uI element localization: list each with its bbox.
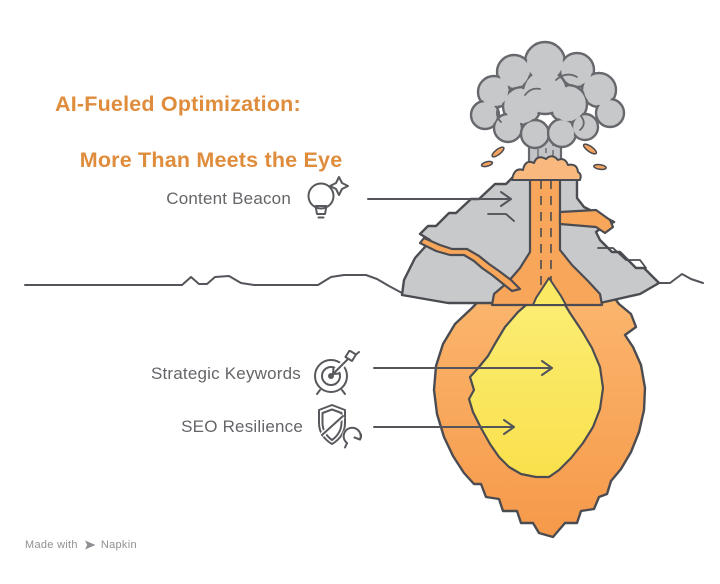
- callout-strategic-keywords: Strategic Keywords: [151, 350, 360, 398]
- lava-stream-left: [418, 236, 522, 293]
- crater-lava: [511, 155, 582, 181]
- slope-detail-left: [487, 213, 515, 222]
- callout-label: SEO Resilience: [181, 417, 303, 436]
- callout-arrows: [367, 191, 553, 435]
- title-line-1: AI-Fueled Optimization:: [55, 92, 301, 116]
- target-dart-icon: [314, 350, 360, 395]
- napkin-logo-icon: [84, 540, 96, 550]
- callout-seo-resilience: SEO Resilience: [181, 403, 362, 451]
- callout-label: Strategic Keywords: [150, 364, 301, 383]
- callout-label: Content Beacon: [166, 189, 291, 208]
- brand-text: Napkin: [100, 539, 137, 551]
- ground-line-right: [658, 273, 704, 284]
- made-with-text: Made with: [25, 539, 78, 551]
- ash-cloud: [469, 40, 626, 150]
- lava-conduit: [490, 168, 604, 307]
- made-with-napkin-footer: Made with Napkin: [25, 539, 137, 551]
- ground-line-left: [24, 274, 403, 294]
- lava-branch-right: [558, 208, 615, 235]
- slope-detail-right: [597, 247, 647, 269]
- page-title: AI-Fueled Optimization: More Than Meets …: [55, 90, 342, 202]
- title-line-2: More Than Meets the Eye: [79, 148, 343, 172]
- shield-refresh-icon: [318, 404, 362, 449]
- lightbulb-sparkle-icon: [307, 176, 349, 219]
- magma-tip: [532, 277, 567, 306]
- lava-splashes: [480, 143, 607, 171]
- callout-content-beacon: Content Beacon: [166, 175, 352, 223]
